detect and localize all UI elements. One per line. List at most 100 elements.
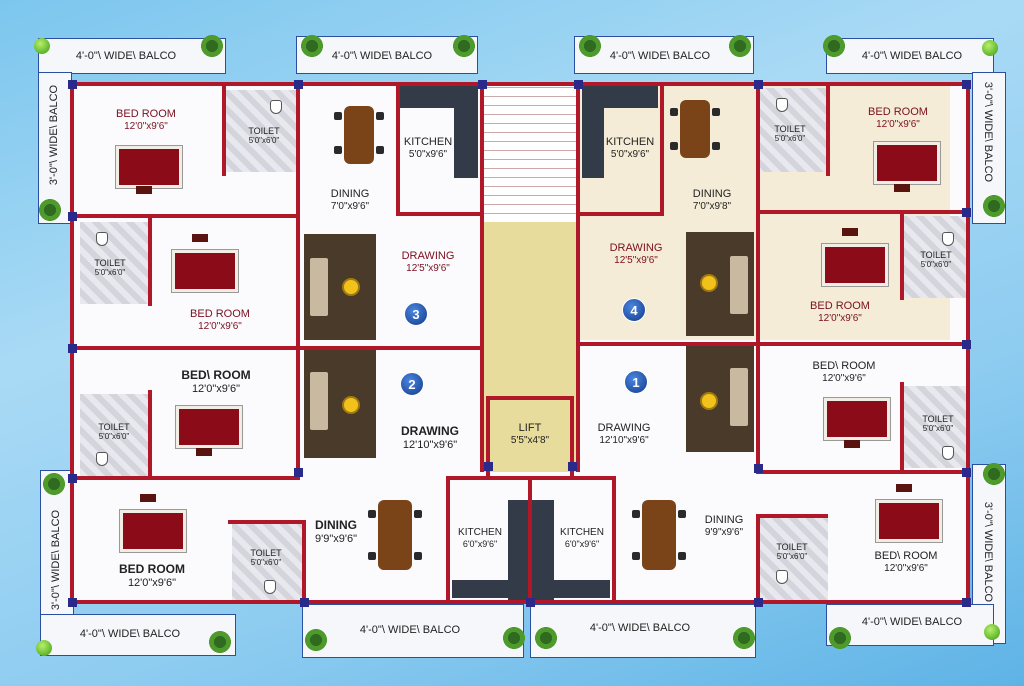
wall [580, 212, 664, 216]
room-name: BED ROOM [810, 299, 870, 312]
dining-table-icon [344, 106, 374, 164]
plant-icon [198, 32, 226, 60]
toilet-box [904, 386, 970, 468]
wall [70, 476, 300, 480]
room-dimension: 5'0"x9'6" [610, 148, 650, 160]
kitchen-counter [554, 580, 610, 598]
balcony-top-3 [574, 36, 754, 74]
balcony-label: 4'-0"\ WIDE\ BALCO [861, 50, 963, 62]
balcony-top-1 [38, 38, 226, 74]
pillow-icon [140, 494, 156, 502]
toilet-box [80, 222, 148, 304]
room-dimension: 6'0"x9'6" [564, 538, 600, 549]
chair-icon [678, 510, 686, 518]
room-dimension: 5'0"x6'0" [774, 134, 806, 144]
wall [660, 82, 664, 212]
bed-icon [876, 500, 942, 542]
lift-shaft-lobby [484, 222, 576, 472]
bed-icon [824, 398, 890, 440]
shrub-ball-icon [984, 624, 1000, 640]
room-label-lift: LIFT 5'5"x4'8" [511, 422, 549, 446]
balcony-top-4 [826, 38, 994, 74]
wall [576, 342, 970, 346]
wall [70, 214, 296, 218]
room-label-bedroom: BED ROOM 12'0"x9'6" [119, 562, 185, 589]
room-label-bedroom: BED ROOM 12'0"x9'6" [190, 308, 250, 332]
column [962, 468, 971, 477]
staircase [484, 86, 576, 222]
room-dimension: 9'9"x9'6" [704, 526, 744, 538]
coffee-table-icon [700, 392, 718, 410]
unit-number-badge: 3 [404, 302, 428, 326]
room-label-bedroom: BED ROOM 12'0"x9'6" [868, 106, 928, 130]
wall [756, 82, 760, 474]
room-name: BED\ ROOM [812, 359, 876, 372]
room-dimension: 12'0"x9'6" [818, 312, 862, 324]
bed-icon [822, 244, 888, 286]
unit-number-badge: 2 [400, 372, 424, 396]
room-name: DINING [704, 513, 744, 526]
dining-table-icon [680, 100, 710, 158]
room-dimension: 5'0"x6'0" [776, 552, 808, 562]
wall [900, 210, 904, 300]
shrub-ball-icon [34, 38, 50, 54]
wall [228, 520, 304, 524]
room-dimension: 12'0"x9'6" [876, 118, 920, 130]
room-label-kitchen: KITCHEN 6'0"x9'6" [560, 527, 604, 549]
balcony-bottom-1 [40, 614, 236, 656]
balcony-top-2 [296, 36, 478, 74]
chair-icon [712, 108, 720, 116]
bed-icon [172, 250, 238, 292]
coffee-table-icon [342, 396, 360, 414]
plant-icon [980, 460, 1008, 488]
pillow-icon [842, 228, 858, 236]
pillow-icon [896, 484, 912, 492]
room-dimension: 12'0"x9'6" [124, 120, 168, 132]
room-dimension: 12'10"x9'6" [599, 434, 649, 446]
balcony-label: 4'-0"\ WIDE\ BALCO [75, 50, 177, 62]
wc-icon [942, 446, 954, 460]
wc-icon [776, 570, 788, 584]
kitchen-counter [508, 500, 530, 600]
pillow-icon [196, 448, 212, 456]
room-label-bedroom: BED\ ROOM 12'0"x9'6" [875, 550, 938, 574]
room-dimension: 5'0"x9'6" [408, 148, 448, 160]
bed-icon [120, 510, 186, 552]
column [754, 80, 763, 89]
room-name: KITCHEN [605, 135, 655, 148]
room-label-kitchen: KITCHEN 5'0"x9'6" [606, 136, 654, 160]
room-dimension: 6'0"x9'6" [462, 538, 498, 549]
room-dimension: 7'0"x9'8" [692, 200, 732, 212]
bed-icon [116, 146, 182, 188]
plant-icon [980, 192, 1008, 220]
wc-icon [270, 100, 282, 114]
room-name: TOILET [774, 124, 806, 135]
wc-icon [96, 232, 108, 246]
room-label-bedroom: BED ROOM 12'0"x9'6" [810, 300, 870, 324]
room-name: TOILET [922, 414, 954, 425]
balcony-label: 3'-0"\ WIDE\ BALCO [48, 84, 60, 186]
toilet-box [760, 514, 828, 600]
column [962, 598, 971, 607]
sofa-cushion [730, 256, 748, 314]
room-name: TOILET [920, 250, 952, 261]
coffee-table-icon [700, 274, 718, 292]
room-label-toilet: TOILET 5'0"x6'0" [248, 126, 279, 146]
chair-icon [368, 552, 376, 560]
bed-icon [176, 406, 242, 448]
room-label-dining: DINING 9'9"x9'6" [705, 514, 744, 538]
room-label-dining: DINING 9'9"x9'6" [315, 518, 357, 545]
room-name: DINING [692, 187, 732, 200]
room-name: BED\ ROOM [874, 549, 938, 562]
room-name: KITCHEN [560, 527, 604, 539]
wall [70, 346, 480, 350]
room-name: DRAWING [401, 423, 459, 438]
chair-icon [712, 142, 720, 150]
plant-icon [576, 32, 604, 60]
wall [900, 382, 904, 472]
chair-icon [414, 552, 422, 560]
wall [528, 476, 532, 604]
room-name: TOILET [248, 126, 280, 137]
room-label-toilet: TOILET 5'0"x6'0" [250, 548, 281, 568]
room-name: TOILET [94, 258, 126, 269]
